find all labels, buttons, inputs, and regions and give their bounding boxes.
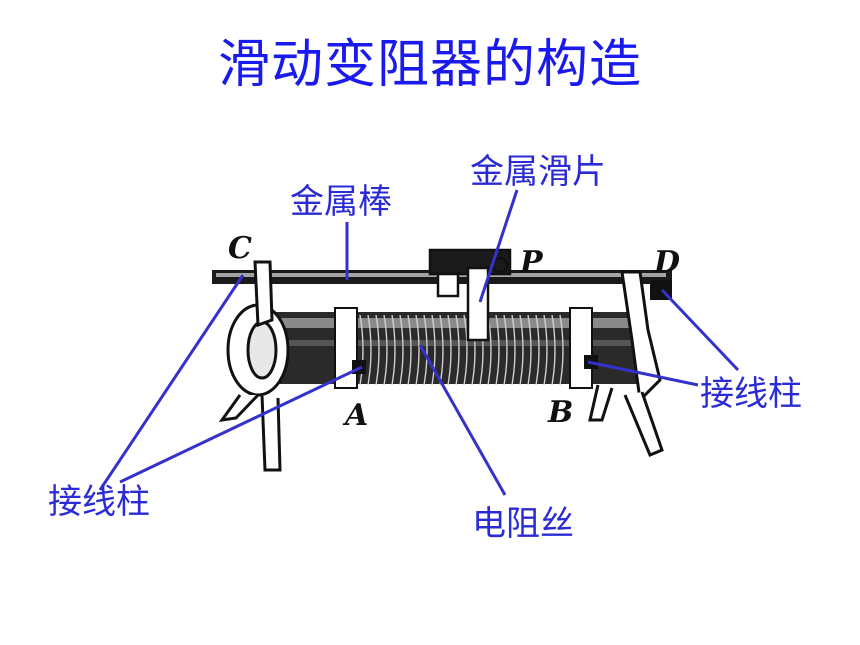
label-metal-slider: 金属滑片 <box>470 152 606 192</box>
letter-d: D <box>653 245 680 280</box>
leader-d <box>660 288 740 372</box>
letter-p: P <box>519 245 544 280</box>
right-bracket <box>588 270 664 457</box>
label-terminal-left: 接线柱 <box>48 482 150 522</box>
leader-lines <box>98 189 740 496</box>
left-bracket <box>218 260 290 472</box>
letter-b: B <box>547 395 573 430</box>
page-title: 滑动变阻器的构造 <box>217 35 642 95</box>
letter-c: C <box>228 231 252 266</box>
rheostat-illustration <box>212 248 672 472</box>
leader-left-c <box>98 274 245 491</box>
leader-terminal-right <box>587 360 699 387</box>
metal-slider <box>428 248 512 342</box>
label-metal-rod: 金属棒 <box>290 182 392 222</box>
label-resistance-wire: 电阻丝 <box>472 504 574 544</box>
label-terminal-right: 接线柱 <box>700 374 802 414</box>
letter-a: A <box>342 398 368 433</box>
leader-resistance-wire <box>418 344 507 496</box>
leader-metal-slider <box>478 189 519 303</box>
leader-left-a <box>119 365 363 484</box>
